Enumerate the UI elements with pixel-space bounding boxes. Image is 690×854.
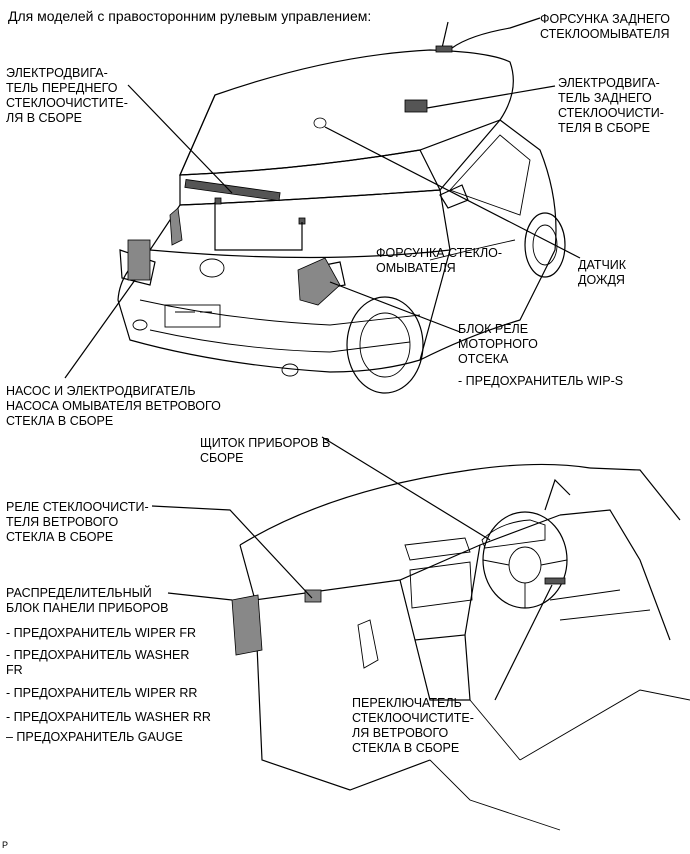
rear-wiper-motor-part bbox=[404, 99, 428, 113]
license-plate bbox=[164, 304, 221, 328]
label-fuse-gauge: – ПРЕДОХРАНИТЕЛЬ GAUGE bbox=[6, 730, 183, 744]
leader-rear-washer-nozzle bbox=[451, 17, 541, 49]
page-title: Для моделей с правосторонним рулевым упр… bbox=[8, 8, 372, 24]
wiper-switch-part bbox=[544, 577, 566, 585]
label-fuse-wiper-fr: - ПРЕДОХРАНИТЕЛЬ WIPER FR bbox=[6, 626, 197, 640]
label-instrument-junction-block: РАСПРЕДЕЛИТЕЛЬНЫЙ БЛОК ПАНЕЛИ ПРИБОРОВ bbox=[6, 586, 169, 615]
rear-washer-nozzle-part bbox=[435, 45, 453, 53]
antenna bbox=[441, 21, 449, 49]
engine-relay-block-part bbox=[297, 257, 341, 306]
leader-washer-nozzles bbox=[214, 202, 303, 251]
emblem bbox=[199, 258, 225, 278]
front-wiper-motor-part bbox=[184, 179, 281, 202]
label-fuse-wip-s: - ПРЕДОХРАНИТЕЛЬ WIP-S bbox=[458, 374, 624, 388]
left-vent bbox=[357, 619, 379, 669]
leader-rain-sensor bbox=[324, 126, 581, 259]
label-rear-wiper-motor: ЭЛЕКТРОДВИГА- ТЕЛЬ ЗАДНЕГО СТЕКЛООЧИСТИ-… bbox=[558, 76, 664, 135]
leader-engine-relay-block bbox=[329, 281, 461, 333]
dash-left-lower bbox=[254, 599, 431, 791]
leader-washer-pump bbox=[64, 279, 136, 379]
label-washer-nozzle: ФОРСУНКА СТЕКЛО- ОМЫВАТЕЛЯ bbox=[376, 246, 503, 275]
rain-sensor-part bbox=[313, 117, 327, 129]
rear-wheel bbox=[524, 212, 566, 278]
label-combination-meter: ЩИТОК ПРИБОРОВ В СБОРЕ bbox=[200, 436, 331, 465]
leader-junction-block bbox=[167, 592, 233, 601]
dash-top bbox=[239, 463, 591, 546]
car-illustration bbox=[117, 21, 566, 394]
corner-mark: P bbox=[2, 840, 9, 850]
label-fuse-washer-rr: - ПРЕДОХРАНИТЕЛЬ WASHER RR bbox=[6, 710, 211, 724]
center-vent bbox=[404, 537, 471, 561]
combination-meter-part bbox=[481, 519, 546, 549]
washer-tank-part bbox=[169, 207, 183, 246]
label-rain-sensor: ДАТЧИК ДОЖДЯ bbox=[578, 258, 627, 287]
leader-front-wiper-motor bbox=[127, 84, 233, 194]
leader-wiper-switch bbox=[494, 584, 553, 701]
label-rear-washer-nozzle: ФОРСУНКА ЗАДНЕГО СТЕКЛООМЫВАТЕЛЯ bbox=[540, 12, 671, 41]
front-washer-nozzle-left bbox=[214, 197, 222, 205]
car-side bbox=[419, 119, 557, 361]
leader-combination-meter bbox=[321, 436, 491, 541]
label-fuse-wiper-rr: - ПРЕДОХРАНИТЕЛЬ WIPER RR bbox=[6, 686, 198, 700]
car-front bbox=[117, 249, 451, 373]
label-engine-relay-block: БЛОК РЕЛЕ МОТОРНОГО ОТСЕКА bbox=[458, 322, 538, 366]
label-front-wiper-motor: ЭЛЕКТРОДВИГА- ТЕЛЬ ПЕРЕДНЕГО СТЕКЛООЧИСТ… bbox=[6, 66, 128, 125]
label-wiper-switch: ПЕРЕКЛЮЧАТЕЛЬ СТЕКЛООЧИСТИТЕ- ЛЯ ВЕТРОВО… bbox=[352, 696, 474, 755]
label-wiper-relay: РЕЛЕ СТЕКЛООЧИСТИ- ТЕЛЯ ВЕТРОВОГО СТЕКЛА… bbox=[6, 500, 149, 544]
center-panel bbox=[409, 561, 473, 609]
wiper-relay-part bbox=[304, 589, 322, 603]
label-washer-pump: НАСОС И ЭЛЕКТРОДВИГАТЕЛЬ НАСОСА ОМЫВАТЕЛ… bbox=[6, 384, 221, 428]
dashboard-illustration bbox=[231, 463, 690, 831]
floor-console bbox=[414, 634, 471, 701]
junction-block-part bbox=[231, 594, 263, 656]
washer-pump-part bbox=[127, 239, 151, 281]
leader-wiper-relay bbox=[151, 505, 313, 599]
car-roof bbox=[179, 49, 514, 176]
label-fuse-washer-fr: - ПРЕДОХРАНИТЕЛЬ WASHER FR bbox=[6, 648, 190, 677]
leader-rear-wiper-motor bbox=[426, 85, 556, 109]
front-wheel bbox=[346, 296, 424, 394]
